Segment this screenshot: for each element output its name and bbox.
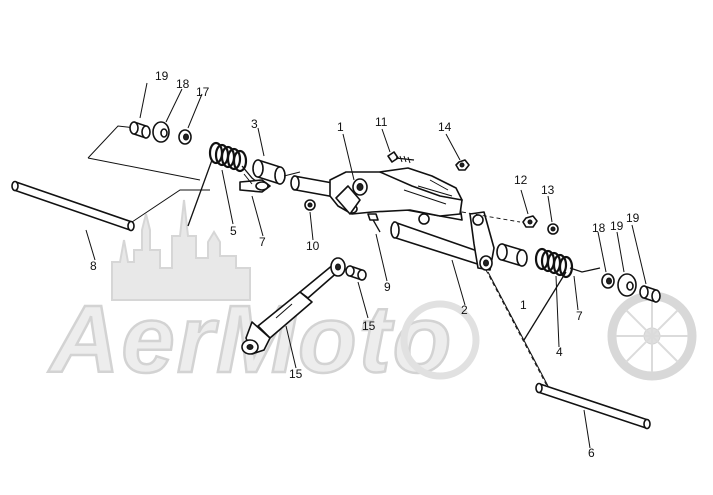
part-19-bushing-right (639, 285, 661, 303)
guide-line-right (461, 211, 549, 389)
part-14-nut (455, 159, 470, 171)
callout-17-left: 17 (196, 85, 210, 99)
callout-7-right: 7 (576, 309, 583, 323)
part-3-bushing-left (252, 159, 301, 185)
callout-11: 11 (375, 115, 388, 129)
watermark-wheel (400, 291, 697, 381)
callout-9: 9 (384, 280, 391, 294)
guide-line-right-solid (487, 271, 549, 387)
watermark-skyline (111, 199, 251, 301)
callout-16: 15 (362, 319, 376, 333)
callouts: 19 18 17 3 1 11 14 12 13 5 7 10 8 9 2 1 … (90, 69, 640, 460)
callout-4: 4 (556, 345, 563, 359)
callout-5: 5 (230, 224, 237, 238)
part-6-rod-right (535, 382, 651, 430)
part-8-rod-left (11, 180, 135, 232)
part-11-bolt (387, 151, 415, 164)
callout-1-right: 1 (520, 298, 527, 312)
callout-13: 13 (541, 183, 555, 197)
leader-lines (85, 82, 647, 449)
part-4-spring-right (523, 247, 601, 341)
part-9-pin (367, 213, 381, 233)
part-12-nut (522, 215, 538, 228)
callout-6: 6 (588, 446, 595, 460)
part-19-bushing-left (129, 121, 151, 139)
part-16-bushing (345, 265, 367, 281)
part-13-washer (547, 223, 559, 235)
callout-19-left: 19 (155, 69, 169, 83)
callout-2: 2 (461, 303, 468, 317)
watermark: AerMoto (47, 199, 697, 394)
callout-8: 8 (90, 259, 97, 273)
callout-10: 10 (306, 239, 320, 253)
callout-18-left: 18 (176, 77, 190, 91)
part-10-washer (304, 199, 316, 211)
callout-12: 12 (514, 173, 528, 187)
callout-15: 15 (289, 367, 303, 381)
part-2-arm-shaft (390, 211, 495, 271)
part-7-link-left (239, 173, 271, 193)
callout-1: 1 (337, 120, 344, 134)
callout-14: 14 (438, 120, 452, 134)
part-17-nut-left (178, 129, 192, 145)
callout-17-right: 18 (592, 221, 606, 235)
guide-line-left (87, 125, 210, 223)
part-1-bracket-assembly (290, 167, 463, 225)
part-3-bushing-right (496, 243, 528, 267)
callout-3: 3 (251, 117, 258, 131)
callout-19-right: 19 (626, 211, 640, 225)
callout-18-right: 19 (610, 219, 624, 233)
part-18-washer-right (617, 273, 637, 297)
part-15-shock-absorber (241, 257, 346, 355)
callout-7-left: 7 (259, 235, 266, 249)
part-17-nut-right (601, 273, 615, 289)
part-18-washer-left (152, 121, 170, 143)
